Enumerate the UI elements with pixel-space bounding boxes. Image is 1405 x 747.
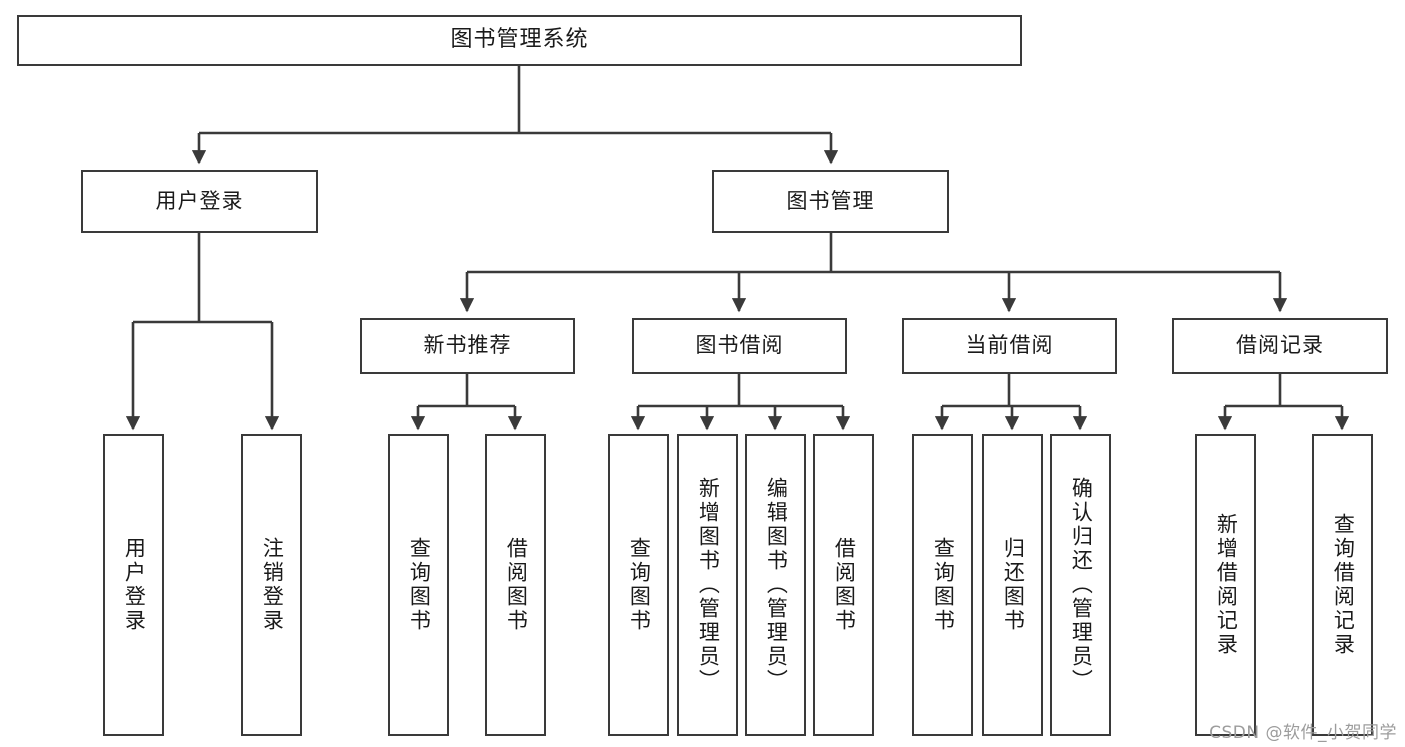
node-current-borrow[interactable]: 当前借阅 (902, 318, 1117, 374)
node-root[interactable]: 图书管理系统 (17, 15, 1022, 66)
csdn-watermark: CSDN @软件_小贺同学 (1209, 723, 1397, 743)
leaf-query-book-2[interactable]: 查询图书 (608, 434, 669, 736)
leaf-borrow-book-1-label: 借阅图书 (504, 537, 529, 633)
node-book-borrow[interactable]: 图书借阅 (632, 318, 847, 374)
leaf-user-logout-label: 注销登录 (260, 537, 285, 633)
node-book-borrow-label: 图书借阅 (695, 333, 784, 358)
node-user-login[interactable]: 用户登录 (81, 170, 318, 233)
node-book-management[interactable]: 图书管理 (712, 170, 949, 233)
leaf-query-book-1-label: 查询图书 (407, 537, 432, 633)
leaf-confirm-return-label: 确认归还（管理员） (1069, 477, 1094, 693)
node-current-borrow-label: 当前借阅 (965, 333, 1054, 358)
leaf-return-book-label: 归还图书 (1001, 537, 1026, 633)
leaf-user-login-label: 用户登录 (122, 537, 147, 633)
leaf-add-book[interactable]: 新增图书（管理员） (677, 434, 738, 736)
node-book-management-label: 图书管理 (786, 188, 875, 213)
leaf-query-book-3-label: 查询图书 (931, 537, 956, 633)
leaf-add-record-label: 新增借阅记录 (1214, 513, 1239, 657)
leaf-borrow-book-1[interactable]: 借阅图书 (485, 434, 546, 736)
leaf-query-book-3[interactable]: 查询图书 (912, 434, 973, 736)
leaf-query-record[interactable]: 查询借阅记录 (1312, 434, 1373, 736)
node-borrow-record-label: 借阅记录 (1236, 333, 1324, 358)
leaf-borrow-book-2[interactable]: 借阅图书 (813, 434, 874, 736)
node-root-label: 图书管理系统 (450, 27, 589, 53)
leaf-query-book-2-label: 查询图书 (627, 537, 652, 633)
leaf-return-book[interactable]: 归还图书 (982, 434, 1043, 736)
leaf-user-logout[interactable]: 注销登录 (241, 434, 302, 736)
leaf-confirm-return[interactable]: 确认归还（管理员） (1050, 434, 1111, 736)
leaf-query-book-1[interactable]: 查询图书 (388, 434, 449, 736)
leaf-borrow-book-2-label: 借阅图书 (832, 537, 857, 633)
node-new-book-recommend[interactable]: 新书推荐 (360, 318, 575, 374)
leaf-edit-book-label: 编辑图书（管理员） (764, 477, 789, 693)
leaf-edit-book[interactable]: 编辑图书（管理员） (745, 434, 806, 736)
node-new-book-recommend-label: 新书推荐 (423, 333, 512, 358)
leaf-add-book-label: 新增图书（管理员） (696, 477, 721, 693)
leaf-user-login[interactable]: 用户登录 (103, 434, 164, 736)
node-borrow-record[interactable]: 借阅记录 (1172, 318, 1388, 374)
leaf-add-record[interactable]: 新增借阅记录 (1195, 434, 1256, 736)
leaf-query-record-label: 查询借阅记录 (1331, 513, 1356, 657)
node-user-login-label: 用户登录 (155, 188, 244, 213)
